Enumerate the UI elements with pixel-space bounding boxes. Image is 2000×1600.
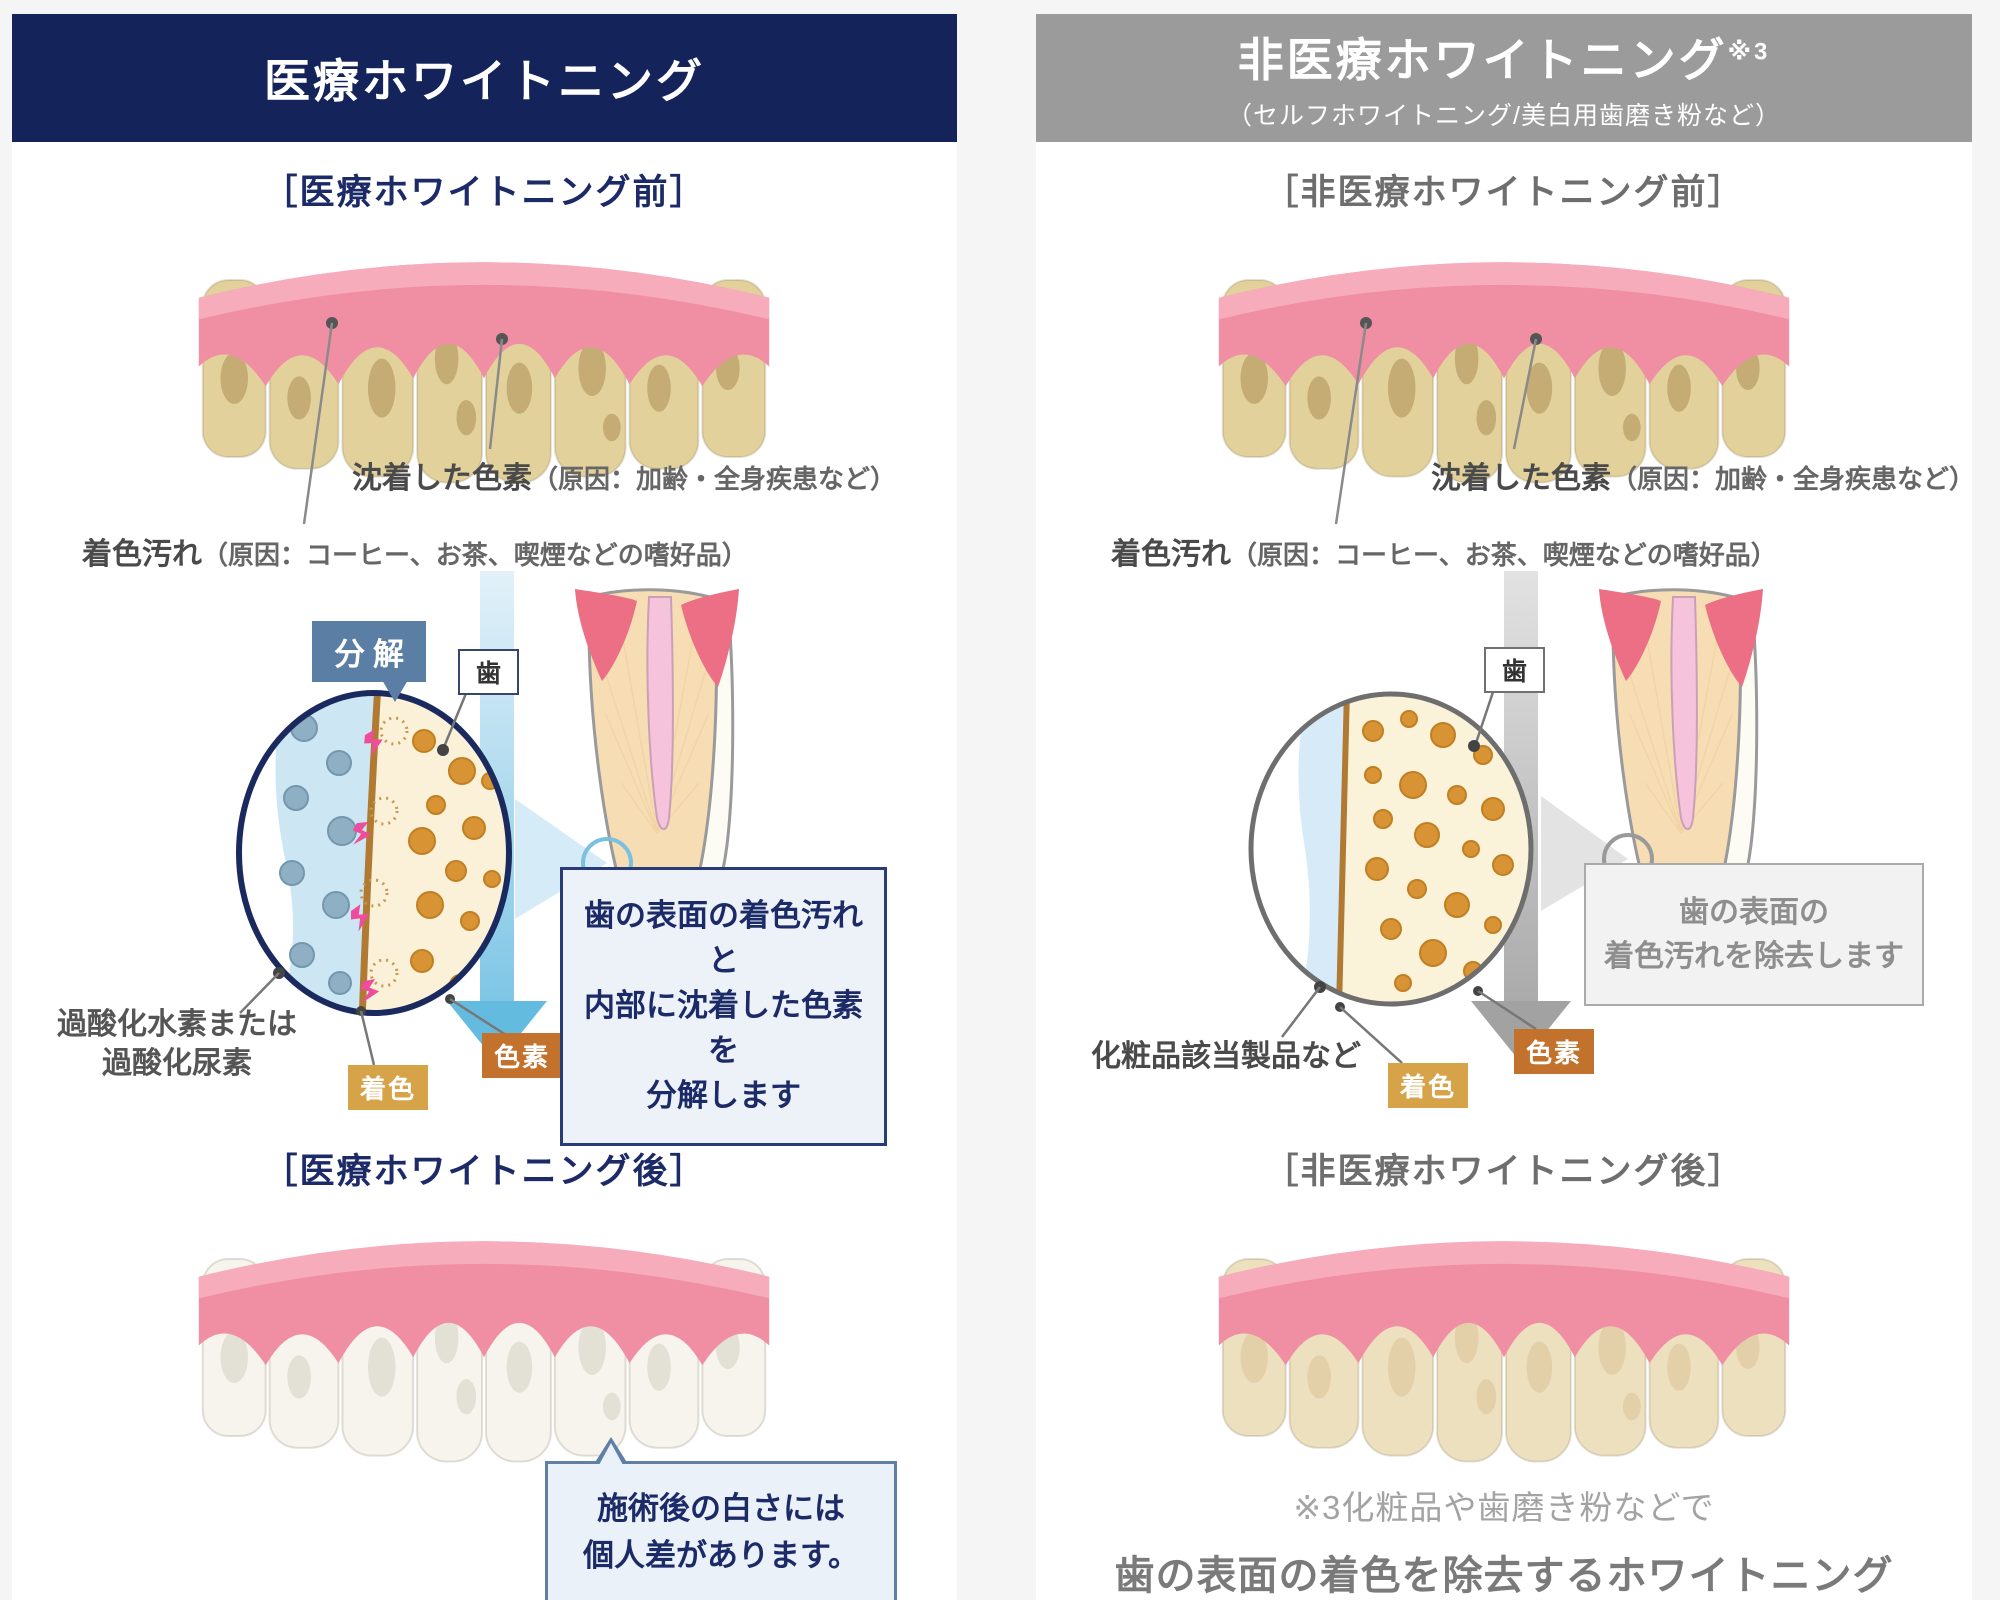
white-teeth-illustration bbox=[197, 1240, 771, 1463]
pigment-label: 沈着した色素（原因：加齢・全身疾患など） bbox=[352, 462, 897, 495]
footnote: ※3化粧品や歯磨き粉などで 歯の表面の着色を除去するホワイトニング bbox=[1036, 1481, 1972, 1600]
decompose-badge: 分解 bbox=[312, 621, 426, 702]
panel-non-medical-whitening: 非医療ホワイトニング※3 （セルフホワイトニング/美白用歯磨き粉など） ［非医療… bbox=[1036, 14, 1976, 1600]
mechanism-non-medical: 歯 化粧品該当製品など 着色 色素 歯の表面の 着色汚れを除去します bbox=[1036, 571, 1972, 1121]
stain-chip: 着色 bbox=[348, 1065, 429, 1110]
stain-label: 着色汚れ（原因：コーヒー、お茶、喫煙などの嗜好品） bbox=[82, 538, 748, 571]
stained-teeth-illustration bbox=[197, 261, 771, 484]
panel-header-medical: 医療ホワイトニング bbox=[12, 14, 957, 142]
stain-label: 着色汚れ（原因：コーヒー、お茶、喫煙などの嗜好品） bbox=[1111, 538, 1777, 571]
cream-teeth-illustration bbox=[1217, 1240, 1791, 1463]
before-title: ［医療ホワイトニング前］ bbox=[262, 173, 707, 212]
peroxide-label: 過酸化水素または 過酸化尿素 bbox=[57, 1008, 297, 1080]
effect-description-box: 歯の表面の着色汚れと 内部に沈着した色素を 分解します bbox=[560, 867, 887, 1146]
after-title: ［医療ホワイトニング後］ bbox=[262, 1152, 707, 1191]
magnified-enamel-circle bbox=[236, 690, 512, 1016]
panel-subtitle: （セルフホワイトニング/美白用歯磨き粉など） bbox=[1227, 102, 1781, 130]
before-figure-medical: 沈着した色素（原因：加齢・全身疾患など） 着色汚れ（原因：コーヒー、お茶、喫煙な… bbox=[12, 221, 957, 571]
tooth-tag: 歯 bbox=[1484, 647, 1546, 693]
stained-teeth-illustration bbox=[1217, 261, 1791, 484]
panel-header-non-medical: 非医療ホワイトニング※3 （セルフホワイトニング/美白用歯磨き粉など） bbox=[1036, 14, 1972, 142]
cosmetic-product-label: 化粧品該当製品など bbox=[1091, 1040, 1361, 1073]
before-figure-non-medical: 沈着した色素（原因：加齢・全身疾患など） 着色汚れ（原因：コーヒー、お茶、喫煙な… bbox=[1036, 221, 1976, 571]
stain-chip: 着色 bbox=[1388, 1063, 1469, 1108]
after-figure-non-medical bbox=[1036, 1200, 1972, 1465]
tooth-tag: 歯 bbox=[458, 649, 520, 695]
pigment-chip: 色素 bbox=[482, 1033, 563, 1078]
result-note-bubble: 施術後の白さには 個人差があります。 bbox=[545, 1437, 897, 1600]
footnote-line-2: 歯の表面の着色を除去するホワイトニング bbox=[1114, 1554, 1894, 1598]
pigment-label: 沈着した色素（原因：加齢・全身疾患など） bbox=[1431, 462, 1976, 495]
panel-title: 医療ホワイトニング bbox=[264, 55, 705, 107]
footnote-line-1: ※3化粧品や歯磨き粉などで bbox=[1293, 1489, 1715, 1526]
after-figure-medical bbox=[12, 1200, 957, 1465]
magnified-enamel-circle bbox=[1248, 691, 1534, 1007]
before-title: ［非医療ホワイトニング前］ bbox=[1263, 173, 1745, 212]
pigment-chip: 色素 bbox=[1514, 1029, 1595, 1074]
footnote-marker: ※3 bbox=[1727, 38, 1771, 66]
panel-medical-whitening: 医療ホワイトニング ［医療ホワイトニング前］ 沈着した色素（原因：加齢・全身疾患… bbox=[12, 14, 957, 1600]
after-title: ［非医療ホワイトニング後］ bbox=[1263, 1152, 1745, 1191]
effect-description-box: 歯の表面の 着色汚れを除去します bbox=[1584, 863, 1924, 1006]
mechanism-medical: 分解 歯 過酸化水素または 過酸化尿素 着色 色素 歯の表面の着色汚れと 内部に… bbox=[12, 571, 957, 1146]
panel-title: 非医療ホワイトニング※3 bbox=[1237, 34, 1771, 86]
